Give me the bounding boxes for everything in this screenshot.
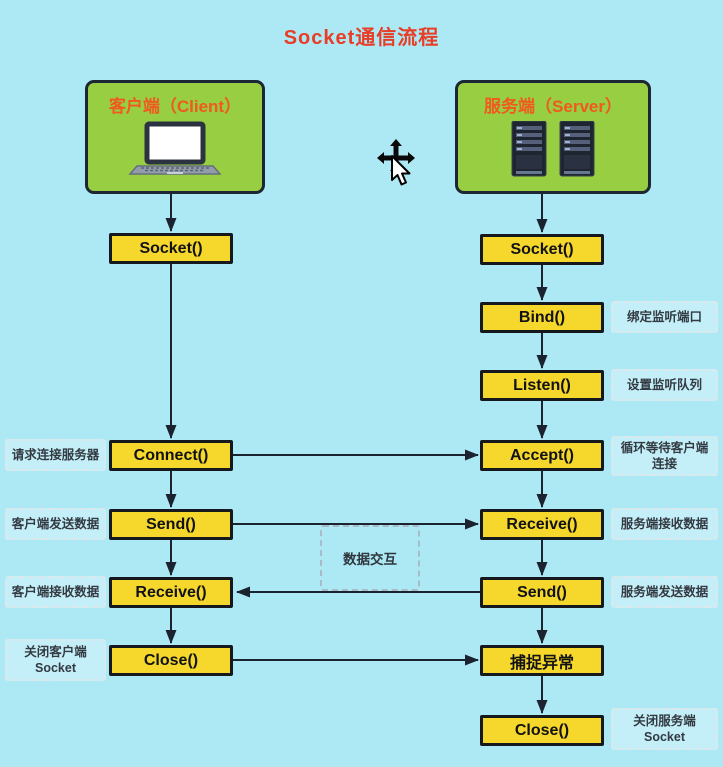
note-client-close: 关闭客户端Socket (5, 639, 106, 681)
page-title: Socket通信流程 (283, 27, 440, 49)
flow-step-client-connect: Connect() (109, 440, 233, 471)
note-client-send: 客户端发送数据 (5, 508, 106, 540)
note-server-receive: 服务端接收数据 (611, 508, 718, 540)
data-exchange-label: 数据交互 (320, 525, 420, 591)
flow-step-server-receive: Receive() (480, 509, 604, 540)
flow-step-client-socket: Socket() (109, 233, 233, 264)
note-accept-loop: 循环等待客户端连接 (611, 436, 718, 476)
note-listen-queue: 设置监听队列 (611, 369, 718, 401)
note-request-connect: 请求连接服务器 (5, 439, 106, 471)
note-server-close: 关闭服务端Socket (611, 708, 718, 750)
flow-step-server-close: Close() (480, 715, 604, 746)
flow-step-client-close: Close() (109, 645, 233, 676)
server-rack-icon (511, 121, 595, 177)
client-panel-title: 客户端（Client） (108, 97, 242, 116)
flow-step-server-bind: Bind() (480, 302, 604, 333)
note-bind-port: 绑定监听端口 (611, 301, 718, 333)
flow-step-server-send: Send() (480, 577, 604, 608)
note-client-receive: 客户端接收数据 (5, 576, 106, 608)
flow-step-server-listen: Listen() (480, 370, 604, 401)
flow-step-client-send: Send() (109, 509, 233, 540)
flow-step-server-catch-exception: 捕捉异常 (480, 645, 604, 676)
server-panel: 服务端（Server） (455, 80, 651, 194)
flow-step-client-receive: Receive() (109, 577, 233, 608)
note-server-send: 服务端发送数据 (611, 576, 718, 608)
move-arrow-cursor-icon (377, 139, 415, 186)
client-panel: 客户端（Client） (85, 80, 265, 194)
flow-step-server-accept: Accept() (480, 440, 604, 471)
laptop-icon (128, 121, 222, 175)
flow-step-server-socket: Socket() (480, 234, 604, 265)
server-panel-title: 服务端（Server） (484, 97, 622, 116)
